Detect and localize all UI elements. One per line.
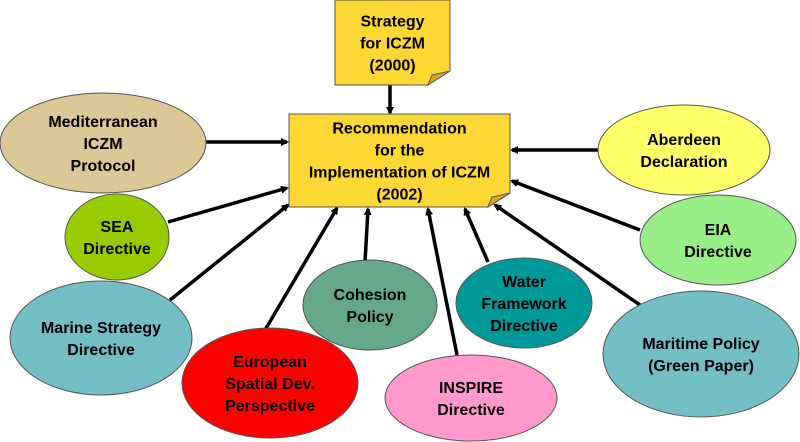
node-inspire[interactable]: INSPIRE Directive: [384, 354, 558, 442]
node-maritime-label-line: Maritime Policy: [642, 336, 759, 353]
arrow-marine: [168, 203, 290, 302]
folded-corner-icon: [486, 192, 511, 209]
node-maritime[interactable]: Maritime Policy (Green Paper): [602, 290, 800, 418]
arrow-cohesion: [363, 207, 372, 263]
arrow-european: [263, 206, 339, 331]
recommendation-box-label-line: Recommendation: [332, 121, 466, 138]
arrow-inspire: [425, 207, 459, 356]
node-maritime-label: Maritime Policy (Green Paper): [642, 336, 759, 375]
node-sea-shape: [64, 193, 170, 281]
arrow-water: [463, 207, 490, 263]
node-water-label-line: Water: [502, 274, 546, 291]
node-eia-label-line: EIA: [705, 222, 732, 239]
node-sea-label-line: Directive: [83, 241, 151, 258]
node-marine-shape: [9, 280, 193, 396]
node-eia-label-line: Directive: [684, 244, 752, 261]
strategy-box-label-line: for ICZM: [360, 36, 425, 53]
recommendation-box-label-line: (2002): [376, 187, 422, 204]
node-inspire-label: INSPIRE Directive: [437, 380, 505, 419]
node-european-label-line: European: [233, 354, 307, 371]
node-inspire-label-line: Directive: [437, 402, 505, 419]
node-cohesion-label-line: Policy: [346, 309, 393, 326]
node-sea-label-line: SEA: [101, 219, 134, 236]
node-inspire-label-line: INSPIRE: [439, 380, 503, 397]
node-sea-label: SEA Directive: [83, 219, 151, 258]
node-water-shape: [455, 257, 593, 349]
node-european-label-line: Spatial Dev.: [225, 376, 315, 393]
arrows: [167, 85, 641, 356]
arrow-eia: [510, 179, 641, 232]
node-aberdeen-label-line: Declaration: [640, 154, 727, 171]
node-sea[interactable]: SEA Directive: [64, 193, 170, 281]
node-aberdeen-shape: [597, 104, 771, 196]
node-mediterranean-label-line: Protocol: [71, 158, 136, 175]
node-cohesion-label-line: Cohesion: [334, 287, 407, 304]
folded-corner-icon: [426, 70, 451, 87]
node-inspire-shape: [384, 354, 558, 442]
arrow-sea: [167, 185, 289, 224]
strategy-box-label-line: (2000): [369, 58, 415, 75]
node-marine-label-line: Marine Strategy: [41, 320, 161, 337]
node-mediterranean-shape: [0, 92, 207, 194]
recommendation-box-label-line: for the: [375, 143, 425, 160]
node-european-label-line: Perspective: [225, 398, 315, 415]
node-maritime-shape: [602, 290, 800, 418]
node-mediterranean-label-line: ICZM: [83, 136, 122, 153]
node-cohesion-shape: [302, 259, 438, 351]
node-water-label-line: Directive: [490, 318, 558, 335]
node-water-label-line: Framework: [481, 296, 566, 313]
strategy-box-label: Strategy for ICZM (2000): [360, 14, 425, 75]
node-eia-shape: [639, 194, 797, 286]
node-eia-label: EIA Directive: [684, 222, 752, 261]
arrow-maritime: [493, 203, 641, 307]
node-eia[interactable]: EIA Directive: [639, 194, 797, 286]
node-european-shape: [181, 327, 359, 439]
strategy-box[interactable]: Strategy for ICZM (2000): [334, 0, 451, 87]
node-maritime-label-line: (Green Paper): [648, 358, 754, 375]
node-marine-label-line: Directive: [67, 342, 135, 359]
node-mediterranean-label-line: Mediterranean: [48, 114, 157, 131]
node-aberdeen-label-line: Aberdeen: [647, 132, 721, 149]
strategy-box-label-line: Strategy: [360, 14, 424, 31]
recommendation-box-label-line: Implementation of ICZM: [309, 165, 490, 182]
